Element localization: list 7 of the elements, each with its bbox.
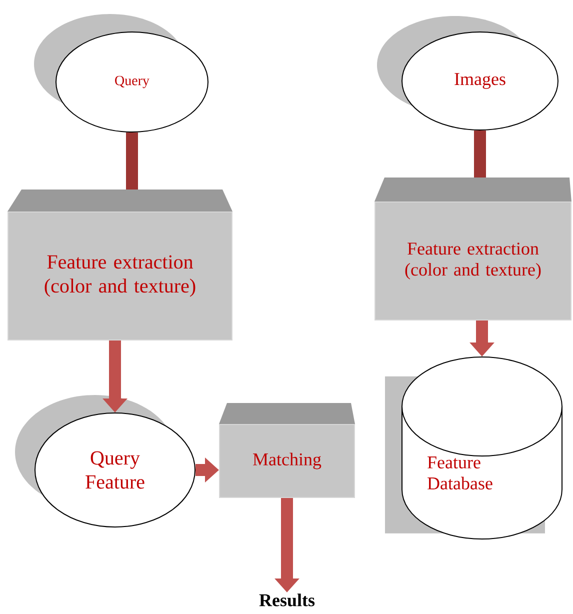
- process-box: Feature extraction (color and texture): [8, 190, 232, 340]
- output-label: Results: [259, 594, 315, 606]
- ellipse-node: Query: [34, 14, 208, 132]
- process-box: Matching: [219, 403, 355, 498]
- ellipse-node: Query Feature: [15, 395, 196, 528]
- ellipse-node: Images: [377, 16, 558, 130]
- process-box: Feature extraction (color and texture): [374, 178, 572, 320]
